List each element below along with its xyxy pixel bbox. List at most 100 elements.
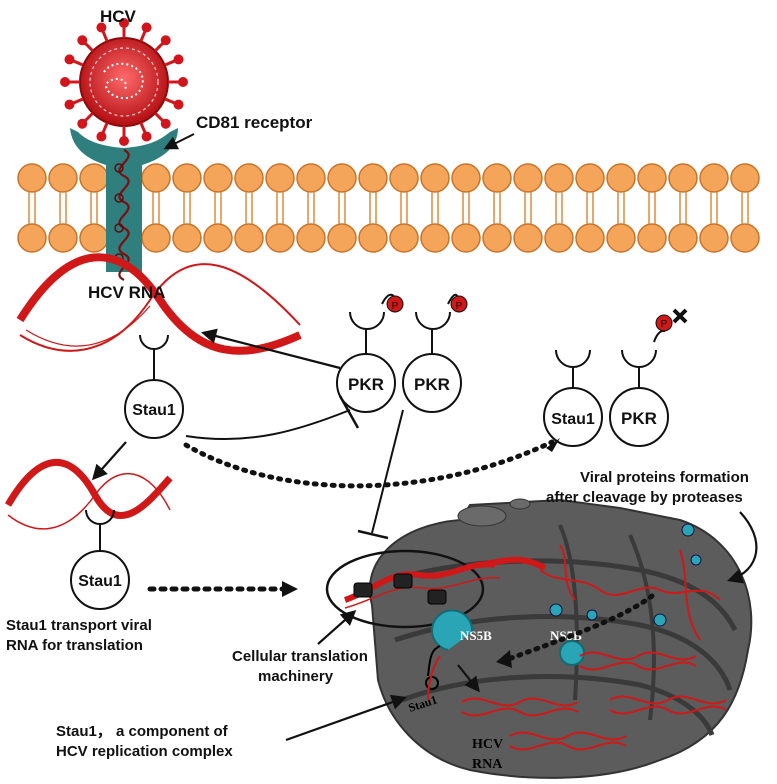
lipid-head xyxy=(296,163,326,193)
lipid-head xyxy=(389,223,419,253)
virus-spike-head xyxy=(60,77,70,87)
stau1-pkr-complex xyxy=(543,308,688,447)
stau1-transport-line2: RNA for translation xyxy=(6,637,143,654)
viral-proteins-curved-arrow xyxy=(727,511,758,584)
virus-spike-head xyxy=(141,22,152,33)
hcv-rna-label: HCV RNA xyxy=(88,283,165,302)
lipid-head xyxy=(358,223,388,253)
lipid-head xyxy=(172,163,202,193)
lipid-head xyxy=(637,163,667,193)
virus-spike-head xyxy=(77,35,88,46)
lipid-head xyxy=(575,163,605,193)
lipid-head xyxy=(668,223,698,253)
lipid-head xyxy=(730,163,760,193)
lipid-head xyxy=(265,163,295,193)
virus-spike-head xyxy=(119,18,129,28)
lipid-head xyxy=(513,223,543,253)
stau1-upper xyxy=(124,334,184,439)
lipid-head xyxy=(420,163,450,193)
pkr-left-label: PKR xyxy=(348,375,384,394)
lipid-head xyxy=(451,223,481,253)
lipid-head xyxy=(482,223,512,253)
viral-proteins-line1: Viral proteins formation xyxy=(580,469,749,486)
stau1-upper-label: Stau1 xyxy=(132,402,176,419)
virus-spike-head xyxy=(160,35,171,46)
virus-spike-head xyxy=(64,54,75,65)
lipid-head xyxy=(327,163,357,193)
virus-spike xyxy=(154,112,165,123)
cell-membrane xyxy=(17,163,760,253)
hcv-rna-replicated xyxy=(461,651,727,751)
lipid-head xyxy=(141,163,171,193)
virus-spike xyxy=(71,97,84,105)
virus-spike-head xyxy=(178,77,188,87)
lipid-head xyxy=(544,163,574,193)
virus-spike-head xyxy=(96,22,107,33)
virus-spike-head xyxy=(173,54,184,65)
lipid-head xyxy=(389,163,419,193)
translation-machinery xyxy=(325,549,547,629)
pkr-right-label: PKR xyxy=(414,375,450,394)
ns5b-left xyxy=(431,609,474,651)
lipid-head xyxy=(699,163,729,193)
complex-pkr-label: PKR xyxy=(621,409,657,428)
lipid-head xyxy=(668,163,698,193)
lipid-head xyxy=(296,223,326,253)
lipid-head xyxy=(699,223,729,253)
hcv-virus-particle xyxy=(79,37,169,127)
hcv-rna-lower-strand xyxy=(4,458,173,530)
lipid-head xyxy=(544,223,574,253)
virus-spike xyxy=(83,112,94,123)
pkr-to-rna-arrow xyxy=(201,328,341,370)
pkr-phospho-right: P xyxy=(456,301,463,312)
virus-spike xyxy=(139,122,147,135)
virus-spike xyxy=(71,59,84,67)
lipid-head xyxy=(637,223,667,253)
pkr-inhibits-translation-line xyxy=(371,409,404,534)
replication-label-line1: Stau1， a component of xyxy=(56,723,229,740)
lipid-head xyxy=(451,163,481,193)
stau1-to-complex-dotted-arrow xyxy=(183,439,555,489)
lipid-head xyxy=(234,223,264,253)
lipid-head xyxy=(48,163,78,193)
er-hcv-label: HCV xyxy=(472,737,503,752)
virus-spike-head xyxy=(141,131,152,142)
stau1-lower-label: Stau1 xyxy=(78,573,122,590)
translation-label-line2: machinery xyxy=(258,668,334,685)
stau1-lower xyxy=(70,509,130,610)
lipid-head xyxy=(172,223,202,253)
inhibition-bar-upper xyxy=(338,395,360,429)
ns5b-left-label: NS5B xyxy=(460,628,492,643)
replication-label-line2: HCV replication complex xyxy=(56,743,233,760)
cd81-receptor-label: CD81 receptor xyxy=(196,113,313,132)
complex-stau1-label: Stau1 xyxy=(551,411,595,428)
dephosphorylation-x-icon xyxy=(672,308,688,324)
complex-phospho: P xyxy=(661,319,668,330)
hcv-rna-top-strand xyxy=(16,253,302,355)
pkr-dimer xyxy=(336,293,468,413)
lipid-head xyxy=(482,163,512,193)
lipid-head xyxy=(606,223,636,253)
translation-pointer-arrow xyxy=(317,609,357,645)
virus-spike-head xyxy=(119,136,129,146)
ns5b-to-rna-arrow xyxy=(457,664,480,693)
lipid-head xyxy=(17,163,47,193)
viral-polyprotein xyxy=(539,523,721,641)
virus-spike-head xyxy=(160,118,171,129)
lipid-head xyxy=(79,163,109,193)
lipid-head xyxy=(203,163,233,193)
ns5b-right-label: NS5B xyxy=(550,628,582,643)
lipid-head xyxy=(234,163,264,193)
er-rna-label: RNA xyxy=(472,757,503,772)
virus-spikes xyxy=(60,18,188,146)
ns5b-right xyxy=(559,640,585,666)
virus-spike-head xyxy=(173,99,184,110)
stau1-down-arrow xyxy=(91,441,127,481)
virus-spike xyxy=(154,41,165,52)
lipid-head xyxy=(575,223,605,253)
lipid-head xyxy=(17,223,47,253)
lipid-head xyxy=(48,223,78,253)
virus-spike xyxy=(139,29,147,42)
lipid-head xyxy=(420,223,450,253)
